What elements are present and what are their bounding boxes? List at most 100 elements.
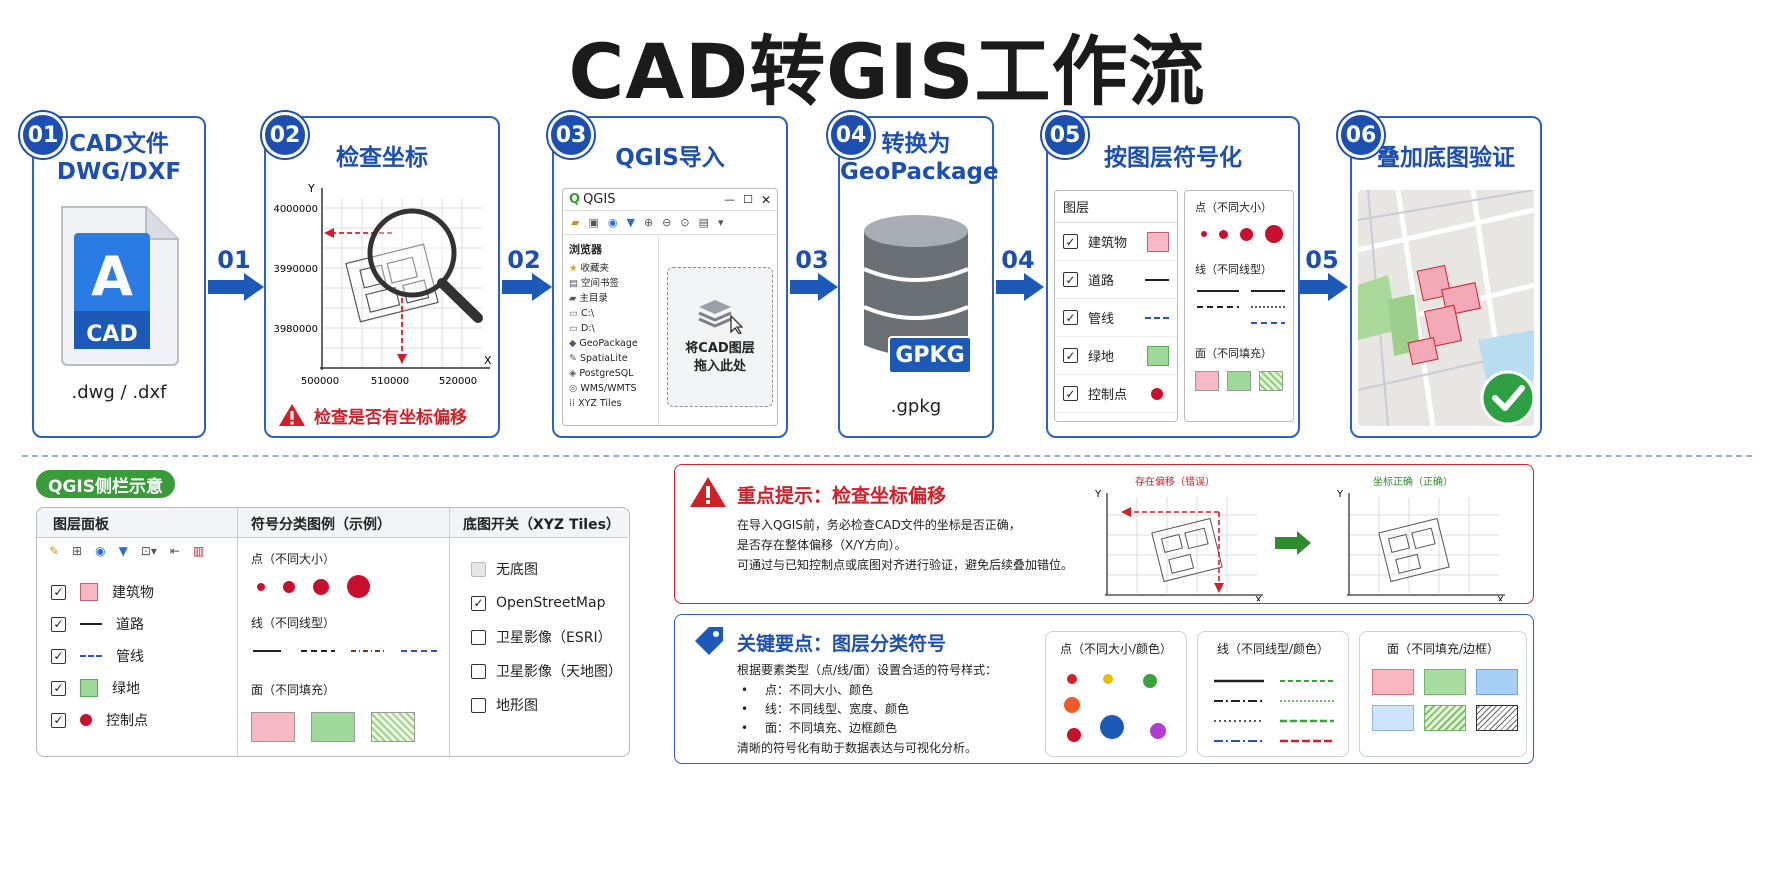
layer-checkbox[interactable]: ✓ <box>1063 272 1078 287</box>
sidebar-layer-row[interactable]: ✓管线 <box>51 640 154 672</box>
line-style-title: 线（不同线型/颜色） <box>1216 642 1330 656</box>
basemap-checkbox[interactable] <box>471 697 486 713</box>
step-2-warning-text: 检查是否有坐标偏移 <box>314 407 467 428</box>
open-folder-icon[interactable]: ▰ <box>571 216 580 229</box>
basemap-checkbox[interactable] <box>471 629 486 645</box>
key-bullet: •面：不同填充、边框颜色 <box>737 719 909 738</box>
browser-item[interactable]: ◆ GeoPackage <box>569 336 658 351</box>
line-style-card: 线（不同线型/颜色） <box>1197 631 1349 757</box>
browser-panel: 浏览器 ★ 收藏夹▤ 空间书签▰ 主目录▭ C:\▭ D:\◆ GeoPacka… <box>563 237 659 425</box>
browser-item[interactable]: ✎ SpatiaLite <box>569 351 658 366</box>
sidebar-pg-label: 面（不同填充） <box>251 683 336 697</box>
step-1-card: CAD文件 DWG/DXF A CAD .dwg / .dxf <box>32 116 206 438</box>
sidebar-layer-checkbox[interactable]: ✓ <box>51 712 66 728</box>
sidebar-layer-checkbox[interactable]: ✓ <box>51 648 66 664</box>
key-bullet-text: 面：不同填充、边框颜色 <box>765 721 898 735</box>
basemap-option[interactable]: 卫星影像（天地图） <box>471 654 622 688</box>
close-icon[interactable]: ✕ <box>760 192 771 207</box>
expand-icon[interactable]: ⊡▾ <box>140 544 157 558</box>
browser-item[interactable]: ◈ PostgreSQL <box>569 366 658 381</box>
sidebar-layer-row[interactable]: ✓控制点 <box>51 704 154 736</box>
layer-list-header: 图层 <box>1055 191 1177 223</box>
eye-icon[interactable]: ◉ <box>607 216 618 229</box>
layer-checkbox[interactable]: ✓ <box>1063 348 1078 363</box>
browser-item[interactable]: ◎ WMS/WMTS <box>569 381 658 396</box>
qgis-app-title: QGIS <box>583 192 616 207</box>
basemap-option[interactable]: 地形图 <box>471 688 622 722</box>
col-divider-1 <box>237 508 238 756</box>
polygon-style-symbols <box>1372 669 1526 731</box>
polygon-style-card: 面（不同填充/边框） <box>1359 631 1527 757</box>
arrow-5-icon <box>1300 273 1348 301</box>
basemap-checkbox[interactable]: ✓ <box>471 595 486 611</box>
point-swatch <box>1151 387 1163 400</box>
maximize-icon[interactable]: ☐ <box>743 193 753 206</box>
line-style-symbols <box>1214 679 1334 743</box>
sidebar-layer-label: 道路 <box>116 617 144 633</box>
collapse-icon[interactable]: ⇤ <box>169 544 180 558</box>
drop-zone[interactable]: 将CAD图层 拖入此处 <box>667 267 773 407</box>
point-symbols <box>1201 225 1283 243</box>
layer-row[interactable]: ✓绿地 <box>1055 337 1177 375</box>
layer-checkbox[interactable]: ✓ <box>1063 234 1078 249</box>
browser-item[interactable]: ⁞⁞ XYZ Tiles <box>569 396 658 411</box>
layer-row[interactable]: ✓ 控制点 <box>1055 375 1177 413</box>
browser-item[interactable]: ★ 收藏夹 <box>569 261 658 276</box>
qgis-toolbar: ▰ ▣ ◉ ▼ ⊕ ⊖ ⊙ ▤ ▾ <box>563 211 777 235</box>
identify-icon[interactable]: ⊙ <box>680 216 690 229</box>
browser-item[interactable]: ▤ 空间书签 <box>569 276 658 291</box>
wrong-label: 存在偏移（错误） <box>1135 475 1215 488</box>
step-2-badge: 02 <box>262 112 308 158</box>
zoom-in-icon[interactable]: ⊕ <box>643 216 654 229</box>
step-2-title: 检查坐标 <box>336 145 428 171</box>
browser-item-icon: ▰ <box>569 293 580 304</box>
tip-body: 在导入QGIS前，务必检查CAD文件的坐标是否正确，是否存在整体偏移（X/Y方向… <box>737 515 1073 575</box>
filter-icon[interactable]: ▼ <box>118 544 128 558</box>
minimize-icon[interactable]: — <box>724 193 736 206</box>
layer-row[interactable]: ✓管线 <box>1055 299 1177 337</box>
chevron-down-icon[interactable]: ▾ <box>718 216 724 229</box>
zoom-out-icon[interactable]: ⊖ <box>662 216 672 229</box>
basemap-checkbox[interactable] <box>471 663 486 679</box>
layer-label: 控制点 <box>1088 388 1128 403</box>
basemap-option[interactable]: 无底图 <box>471 552 622 586</box>
sidebar-layer-row[interactable]: ✓绿地 <box>51 672 154 704</box>
xtick-1: 500000 <box>301 376 339 387</box>
sidebar-layer-row[interactable]: ✓建筑物 <box>51 576 154 608</box>
save-icon[interactable]: ▣ <box>588 216 599 229</box>
page-title: CAD转GIS工作流 <box>568 27 1206 116</box>
sidebar-layer-row[interactable]: ✓ 道路 <box>51 608 154 640</box>
browser-item-icon: ★ <box>569 263 581 274</box>
layer-row[interactable]: ✓建筑物 <box>1055 223 1177 261</box>
sidebar-layer-checkbox[interactable]: ✓ <box>51 680 66 696</box>
add-layer-icon[interactable]: ⊞ <box>72 544 83 558</box>
browser-item[interactable]: ▰ 主目录 <box>569 291 658 306</box>
sidebar-polygon-symbols <box>251 712 441 742</box>
arrow-3-label: 03 <box>795 246 829 274</box>
browser-header: 浏览器 <box>569 243 602 256</box>
key-bullet: •点：不同大小、颜色 <box>737 681 909 700</box>
sidebar-line-symbols <box>253 650 437 652</box>
eye-icon[interactable]: ◉ <box>95 544 106 558</box>
browser-item[interactable]: ▭ D:\ <box>569 321 658 336</box>
sidebar-layer-checkbox[interactable]: ✓ <box>51 616 66 632</box>
step-4-card: 转换为 GeoPackage GPKG .gpkg <box>838 116 999 438</box>
filter-icon[interactable]: ▼ <box>626 216 635 229</box>
line-swatch <box>80 623 102 625</box>
browser-item-icon: ✎ <box>569 353 580 364</box>
step-5-badge: 05 <box>1042 112 1088 158</box>
basemap-option[interactable]: 卫星影像（ESRI） <box>471 620 622 654</box>
step-6-badge: 06 <box>1338 112 1384 158</box>
basemap-label: 无底图 <box>496 562 538 578</box>
remove-layer-icon[interactable]: ▥ <box>192 544 205 558</box>
layer-checkbox[interactable]: ✓ <box>1063 386 1078 401</box>
basemap-checkbox[interactable] <box>471 561 486 577</box>
edit-icon[interactable]: ✎ <box>49 544 60 558</box>
layer-icon[interactable]: ▤ <box>698 216 710 229</box>
browser-item[interactable]: ▭ C:\ <box>569 306 658 321</box>
layer-row[interactable]: ✓道路 <box>1055 261 1177 299</box>
sidebar-layer-checkbox[interactable]: ✓ <box>51 584 66 600</box>
tip-line: 可通过与已知控制点或底图对齐进行验证，避免后续叠加错位。 <box>737 558 1074 572</box>
layer-checkbox[interactable]: ✓ <box>1063 310 1078 325</box>
basemap-option[interactable]: ✓OpenStreetMap <box>471 586 622 620</box>
